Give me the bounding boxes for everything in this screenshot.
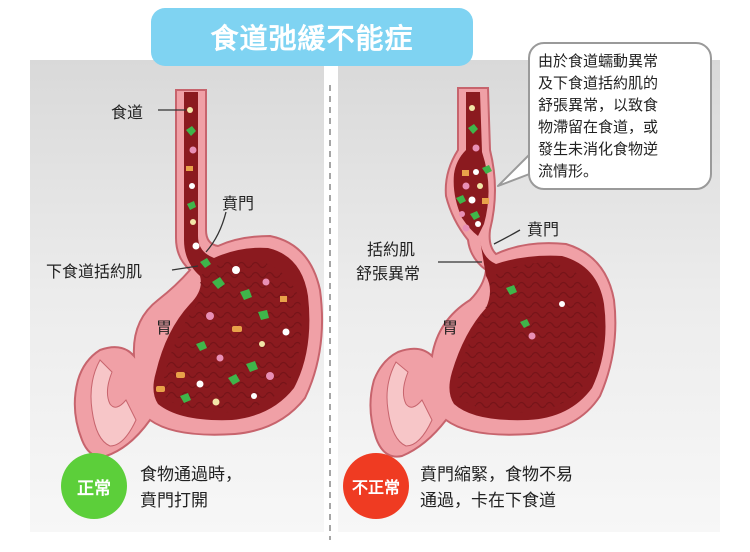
left-food-particles <box>156 107 290 406</box>
callout-line: 物滯留在食道，或 <box>538 118 659 136</box>
abnormal-caption-line2: 通過，卡在下食道 <box>420 491 556 511</box>
cardia-label-left: 賁門 <box>222 194 255 213</box>
sphincter-label-line1: 括約肌 <box>367 240 416 259</box>
normal-caption-line1: 食物通過時， <box>140 465 242 485</box>
page-title: 食道弛緩不能症 <box>151 8 473 66</box>
stomach-label-right: 胃 <box>442 318 459 337</box>
leader-cardia-left <box>205 211 227 253</box>
right-food-particles <box>456 105 565 340</box>
les-label: 下食道括約肌 <box>46 262 143 281</box>
stomach-label-left: 胃 <box>156 318 173 337</box>
sphincter-label-line2: 舒張異常 <box>356 264 421 283</box>
leader-les <box>171 265 199 271</box>
esophagus-label: 食道 <box>111 103 144 122</box>
callout-line: 發生未消化食物逆 <box>538 140 659 158</box>
callout-line: 流情形。 <box>538 162 599 180</box>
callout-line: 舒張異常，以致食 <box>538 96 659 114</box>
cardia-label-right: 賁門 <box>527 220 560 239</box>
abnormal-badge: 不正常 <box>343 453 409 519</box>
callout-line: 由於食道蠕動異常 <box>538 52 659 70</box>
callout-bubble: 由於食道蠕動異常 及下食道括約肌的 舒張異常，以致食 物滯留在食道，或 發生未消… <box>528 42 712 190</box>
leader-cardia-right <box>493 229 521 245</box>
normal-badge: 正常 <box>61 453 127 519</box>
callout-line: 及下食道括約肌的 <box>538 74 659 92</box>
normal-caption: 食物通過時， 賁門打開 <box>140 462 242 514</box>
right-stomach-organ <box>369 87 617 458</box>
abnormal-caption: 賁門縮緊，食物不易 通過，卡在下食道 <box>420 462 573 514</box>
abnormal-caption-line1: 賁門縮緊，食物不易 <box>420 465 573 485</box>
normal-caption-line2: 賁門打開 <box>140 491 208 511</box>
